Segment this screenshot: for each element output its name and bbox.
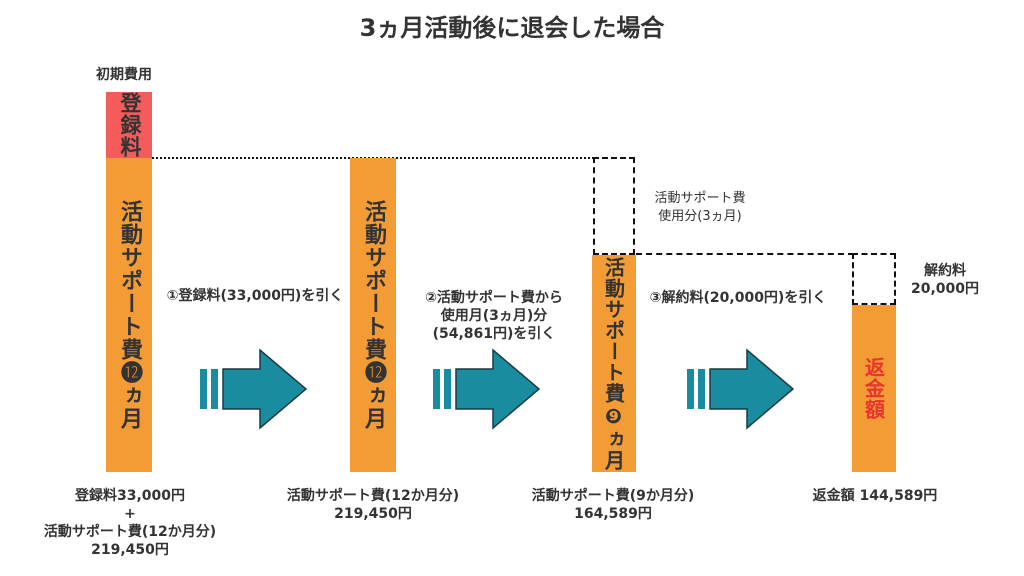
cancel-annotation-line1: 解約料 — [924, 263, 966, 279]
used-annotation-line2: 使用分(3ヵ月) — [658, 209, 742, 224]
refund-bar: 返金額 — [852, 305, 896, 472]
cancel-fee-annotation: 解約料 20,000円 — [900, 262, 990, 298]
caption-col1-line3: 219,450円 — [91, 542, 169, 558]
caption-column-1: 登録料33,000円 + 活動サポート費(12か月分) 219,450円 — [20, 487, 240, 559]
step2-line2: 使用月(3ヵ月)分 — [440, 308, 548, 324]
step1-label: ①登録料(33,000円)を引く — [166, 288, 344, 304]
support-fee-12-bar-step2-label: 活動サポート費⓬ヵ月 — [361, 200, 386, 430]
caption-col4-line1: 返金額 144,589円 — [812, 488, 938, 504]
cancel-annotation-line2: 20,000円 — [910, 281, 980, 297]
cancel-fee-dashed-box — [852, 253, 896, 305]
arrow-right-icon-1 — [200, 348, 308, 430]
arrow-right-icon-2 — [433, 348, 541, 430]
caption-col1-line2: 活動サポート費(12か月分) — [43, 524, 217, 540]
caption-col3-line2: 164,589円 — [574, 506, 652, 522]
caption-column-3: 活動サポート費(9か月分) 164,589円 — [503, 487, 723, 523]
caption-col1-plus: + — [124, 506, 136, 522]
initial-cost-label: 初期費用 — [96, 67, 152, 83]
caption-column-2: 活動サポート費(12か月分) 219,450円 — [263, 487, 483, 523]
caption-col2-line2: 219,450円 — [334, 506, 412, 522]
step3-label: ③解約料(20,000円)を引く — [649, 290, 827, 306]
caption-column-4: 返金額 144,589円 — [775, 487, 975, 505]
arrow-right-icon-3 — [687, 348, 795, 430]
page-title: 3ヵ月活動後に退会した場合 — [359, 14, 665, 42]
reference-dashed-line — [636, 253, 854, 255]
used-portion-annotation: 活動サポート費 使用分(3ヵ月) — [638, 190, 762, 226]
caption-col2-line1: 活動サポート費(12か月分) — [286, 488, 460, 504]
caption-col1-line1: 登録料33,000円 — [74, 488, 186, 504]
refund-bar-label: 返金額 — [861, 357, 886, 420]
step2-line3: (54,861円)を引く — [432, 326, 556, 342]
support-fee-9-bar-label: 活動サポート費❾ヵ月 — [601, 256, 626, 471]
used-portion-dashed-box — [593, 157, 635, 255]
support-fee-12-bar-label: 活動サポート費⓬ヵ月 — [117, 200, 142, 430]
support-fee-12-bar-step2: 活動サポート費⓬ヵ月 — [350, 158, 396, 472]
registration-fee-bar-label: 登録料 — [118, 92, 142, 158]
step2-line1: ②活動サポート費から — [425, 290, 563, 306]
registration-fee-bar: 登録料 — [106, 92, 152, 158]
support-fee-12-bar: 活動サポート費⓬ヵ月 — [106, 158, 152, 472]
caption-col3-line1: 活動サポート費(9か月分) — [531, 488, 695, 504]
step2-label: ②活動サポート費から 使用月(3ヵ月)分 (54,861円)を引く — [406, 289, 582, 343]
used-annotation-line1: 活動サポート費 — [654, 191, 746, 206]
support-fee-9-bar: 活動サポート費❾ヵ月 — [592, 255, 636, 472]
